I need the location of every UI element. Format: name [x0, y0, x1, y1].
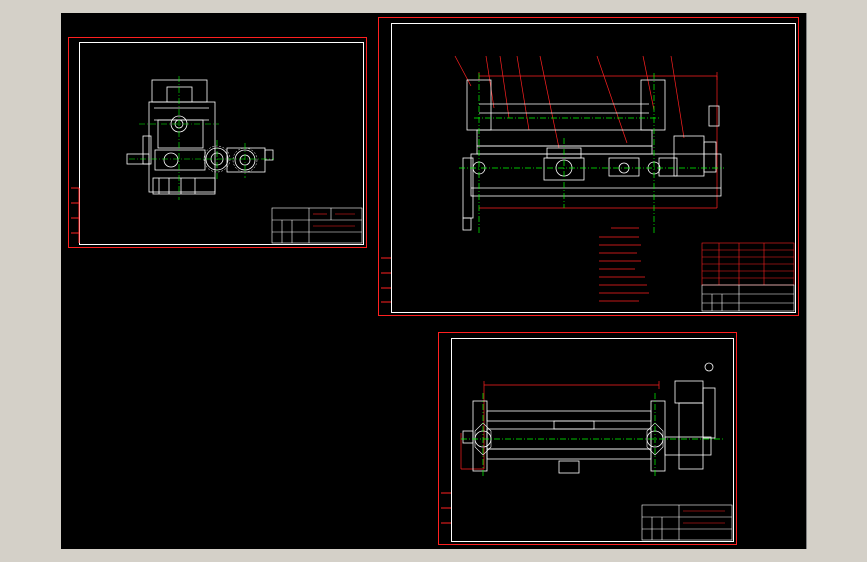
top-view-drawing-frame — [451, 338, 734, 542]
cad-drawing-viewport[interactable] — [61, 13, 807, 549]
front-view-drawing — [381, 55, 795, 312]
side-view-sheet — [68, 37, 367, 248]
side-view-drawing — [71, 76, 363, 244]
top-view-drawing — [441, 362, 733, 541]
front-view-drawing-frame — [391, 23, 796, 313]
side-view-drawing-frame — [79, 42, 364, 245]
top-view-sheet — [438, 332, 737, 545]
front-view-sheet — [378, 17, 799, 316]
